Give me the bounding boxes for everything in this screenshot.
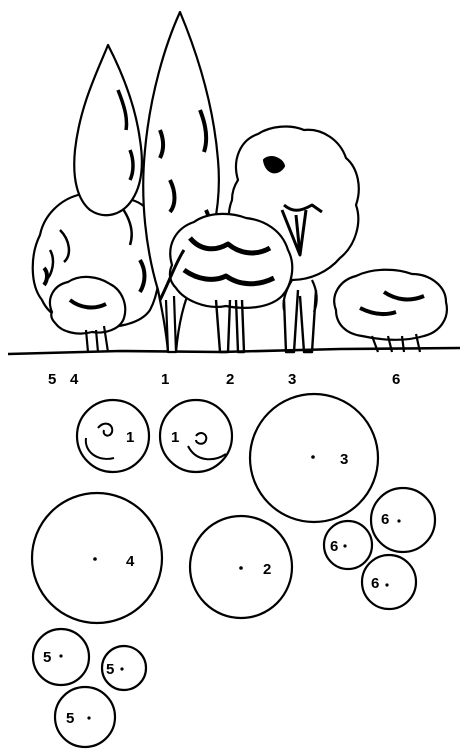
plan-label-6-a: 6 bbox=[381, 511, 389, 528]
plan-circle-6-b: 6 bbox=[324, 521, 372, 569]
elevation-label-5: 5 bbox=[48, 371, 56, 388]
elevation-labels: 5 4 1 2 3 6 bbox=[48, 371, 400, 388]
tree-1-columnar-left bbox=[74, 45, 142, 215]
tree-4-small-shrub bbox=[50, 277, 125, 352]
elevation-label-4: 4 bbox=[70, 371, 79, 388]
elevation-label-6: 6 bbox=[392, 371, 400, 388]
elevation-view bbox=[8, 12, 460, 354]
spiral-symbol bbox=[188, 433, 226, 459]
plan-label-6-c: 6 bbox=[371, 575, 379, 592]
tree-6-spreading-shrub bbox=[334, 270, 447, 352]
plan-label-5-a: 5 bbox=[43, 649, 51, 666]
plan-circle-4: 4 bbox=[32, 493, 162, 623]
elevation-label-3: 3 bbox=[288, 371, 296, 388]
elevation-label-1: 1 bbox=[161, 371, 169, 388]
spiral-symbol bbox=[86, 424, 114, 459]
tree-2-dense-canopy bbox=[160, 214, 292, 352]
plan-label-4: 4 bbox=[126, 553, 135, 570]
plan-label-5-c: 5 bbox=[66, 710, 74, 727]
plan-circle-6-a: 6 bbox=[371, 488, 435, 552]
plan-circle-6-c: 6 bbox=[362, 555, 416, 609]
plan-circle-5-c: 5 bbox=[55, 687, 115, 747]
plan-label-1-right: 1 bbox=[171, 429, 179, 446]
plan-circle-2: 2 bbox=[190, 516, 292, 618]
plan-circle-5-a: 5 bbox=[33, 629, 89, 685]
plan-view: 1 1 3 6 6 6 bbox=[32, 394, 435, 747]
plan-label-6-b: 6 bbox=[330, 538, 338, 555]
plan-circle-3: 3 bbox=[250, 394, 378, 522]
plan-circle-1-left: 1 bbox=[77, 400, 149, 472]
plan-circle-5-b: 5 bbox=[102, 646, 146, 690]
plan-circle-1-right: 1 bbox=[160, 400, 232, 472]
plan-label-5-b: 5 bbox=[106, 661, 114, 678]
plan-label-1-left: 1 bbox=[126, 429, 134, 446]
plan-label-2: 2 bbox=[263, 561, 271, 578]
elevation-label-2: 2 bbox=[226, 371, 234, 388]
plan-label-3: 3 bbox=[340, 451, 348, 468]
